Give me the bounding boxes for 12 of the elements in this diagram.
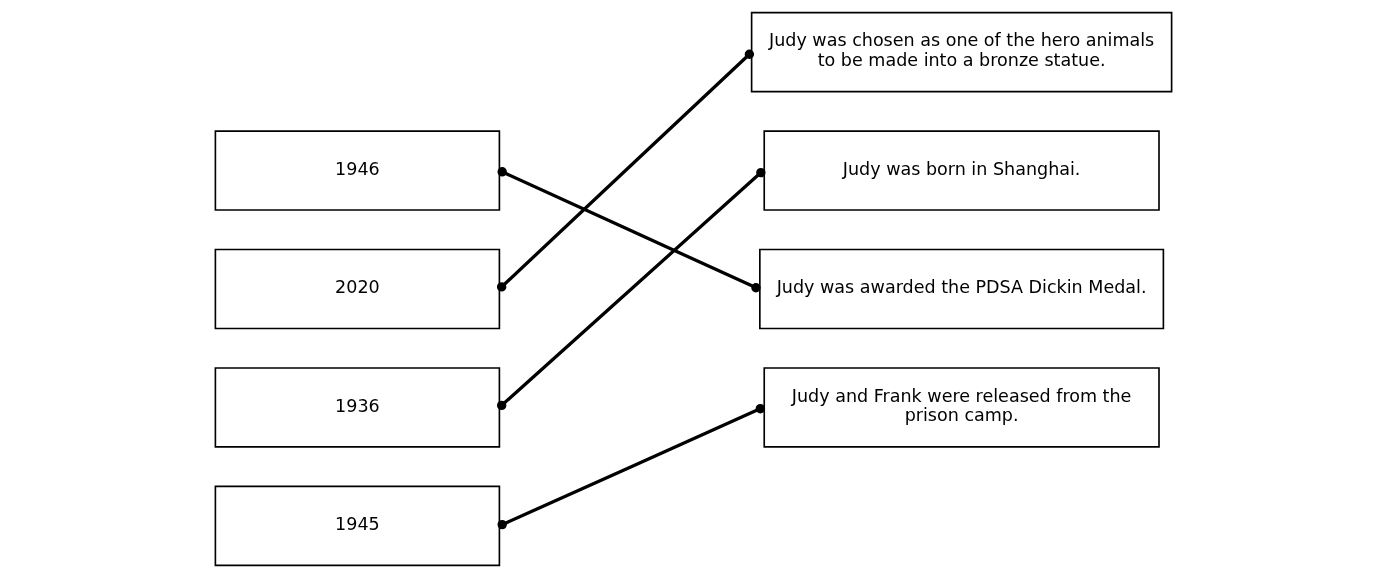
node-box: 1946 (214, 130, 500, 211)
node-box: 1945 (214, 485, 500, 567)
node-box: Judy was born in Shanghai. (762, 130, 1160, 211)
connector (497, 167, 761, 293)
node-box: Judy and Frank were released from the prison camp. (762, 367, 1160, 448)
node-box: 2020 (214, 248, 500, 330)
node-box: 1936 (214, 367, 500, 448)
connector (497, 403, 765, 530)
node-box: Judy was awarded the PDSA Dickin Medal. (758, 248, 1164, 330)
connector (496, 167, 766, 411)
connector (496, 49, 754, 292)
node-box: Judy was chosen as one of the hero animals to be made into a bronze statue. (750, 11, 1172, 93)
